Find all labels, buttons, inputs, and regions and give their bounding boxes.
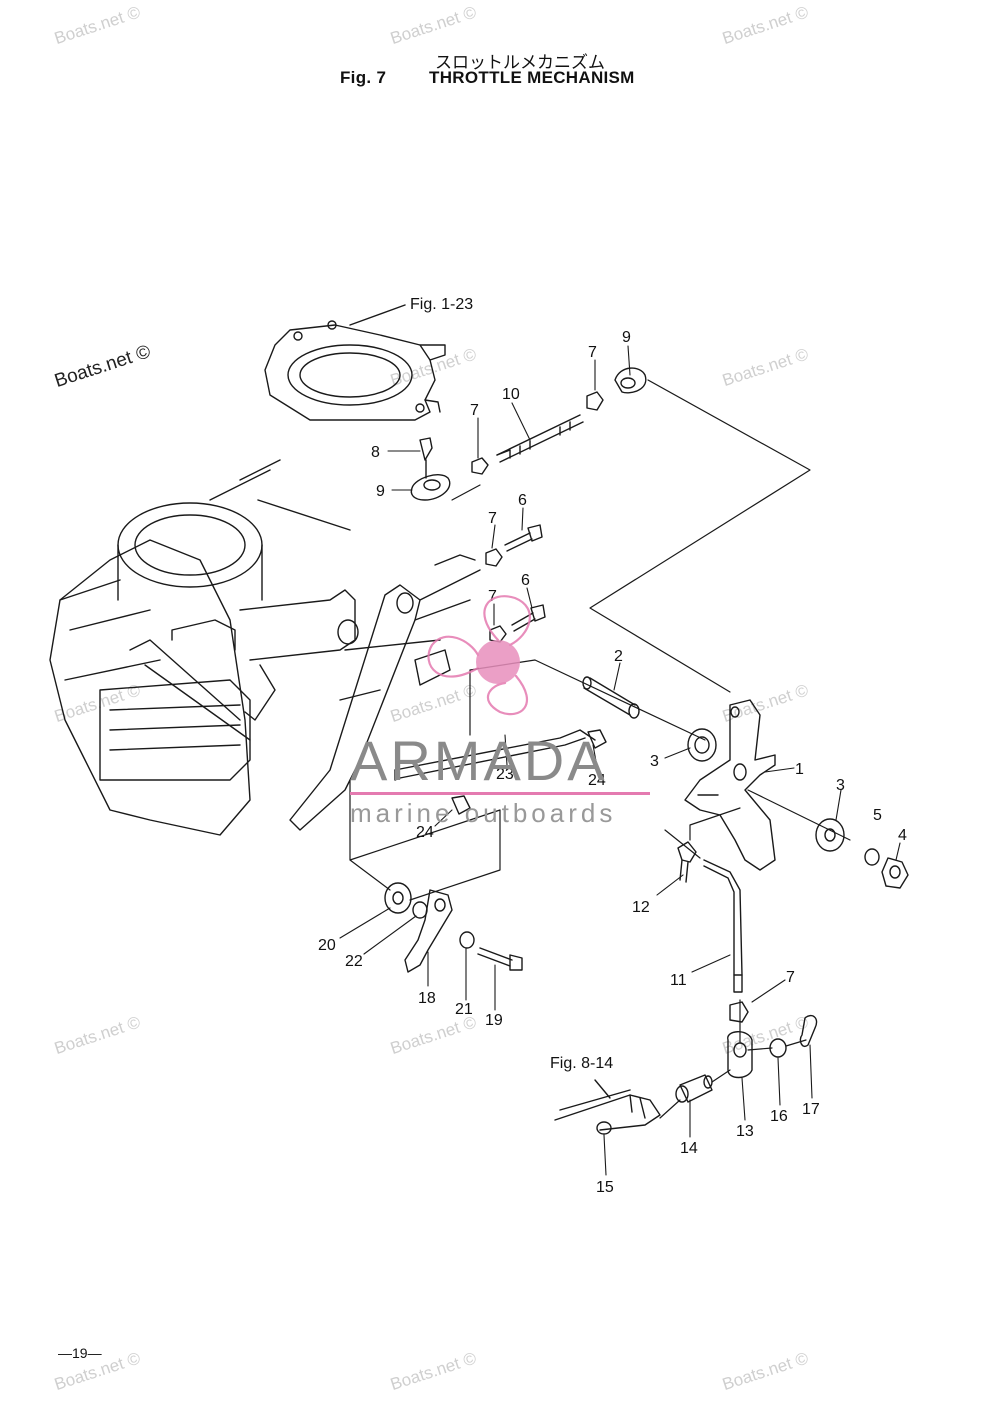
callout-7: 7 xyxy=(588,344,597,361)
callout-7: 7 xyxy=(488,588,497,605)
carburetor-gasket xyxy=(264,304,446,421)
callout-14: 14 xyxy=(680,1140,698,1157)
callout-4: 4 xyxy=(898,827,907,844)
callout-20: 20 xyxy=(318,937,336,954)
callout-17: 17 xyxy=(802,1101,820,1118)
callout-7: 7 xyxy=(470,402,479,419)
armada-logo-wordmark: ARMADA xyxy=(350,729,608,792)
callout-12: 12 xyxy=(632,899,650,916)
engine-block xyxy=(49,459,359,836)
armada-logo-underline xyxy=(350,792,650,795)
callout-15: 15 xyxy=(596,1179,614,1196)
figure-title-english: THROTTLE MECHANISM xyxy=(429,68,635,87)
throttle-lever xyxy=(582,676,776,871)
callout-22: 22 xyxy=(345,953,363,970)
rod-end-joint xyxy=(675,1001,818,1103)
callout-13: 13 xyxy=(736,1123,754,1140)
callout-18: 18 xyxy=(418,990,436,1007)
figure-title: Fig. 7 THROTTLE MECHANISM xyxy=(340,68,635,88)
callout-10: 10 xyxy=(502,386,520,403)
lever-fasteners xyxy=(815,818,909,889)
callout-numbers: 1 2 3 3 4 5 6 6 7 7 7 7 7 8 9 9 10 11 12… xyxy=(318,329,907,1196)
page-number: —19— xyxy=(58,1345,102,1361)
callout-11: 11 xyxy=(670,972,687,989)
callout-7: 7 xyxy=(488,510,497,527)
callout-leader-lines xyxy=(339,345,901,1176)
figure-number: Fig. 7 xyxy=(340,68,387,87)
callout-16: 16 xyxy=(770,1108,788,1125)
armada-logo-tagline: marine outboards xyxy=(350,798,617,828)
callout-21: 21 xyxy=(455,1001,473,1018)
callout-7: 7 xyxy=(786,969,795,986)
lower-lever-assembly xyxy=(384,882,523,973)
reference-label-fig-1-23: Fig. 1-23 xyxy=(410,296,473,313)
callout-9: 9 xyxy=(622,329,631,346)
callout-24: 24 xyxy=(416,824,434,841)
callout-6: 6 xyxy=(518,492,527,509)
connecting-link xyxy=(394,729,607,815)
assembly-guide-lines xyxy=(349,379,851,1119)
callout-3: 3 xyxy=(650,753,659,770)
callout-6: 6 xyxy=(521,572,530,589)
callout-24: 24 xyxy=(588,772,606,789)
propeller-logo-icon xyxy=(427,595,531,716)
callout-1: 1 xyxy=(795,761,804,778)
link-rod xyxy=(677,841,743,993)
callout-5: 5 xyxy=(873,807,882,824)
throttle-arm-bracket xyxy=(289,554,481,831)
callout-19: 19 xyxy=(485,1012,503,1029)
reference-label-fig-8-14: Fig. 8-14 xyxy=(550,1055,613,1072)
callout-9: 9 xyxy=(376,483,385,500)
callout-23: 23 xyxy=(496,766,514,783)
callout-8: 8 xyxy=(371,444,380,461)
shift-rod-reference xyxy=(554,1079,661,1135)
throttle-rod-assembly xyxy=(410,367,647,501)
callout-3: 3 xyxy=(836,777,845,794)
figure-title-japanese: スロットルメカニズム xyxy=(435,53,605,72)
callout-2: 2 xyxy=(614,648,623,665)
bolts-and-nuts xyxy=(485,524,546,643)
